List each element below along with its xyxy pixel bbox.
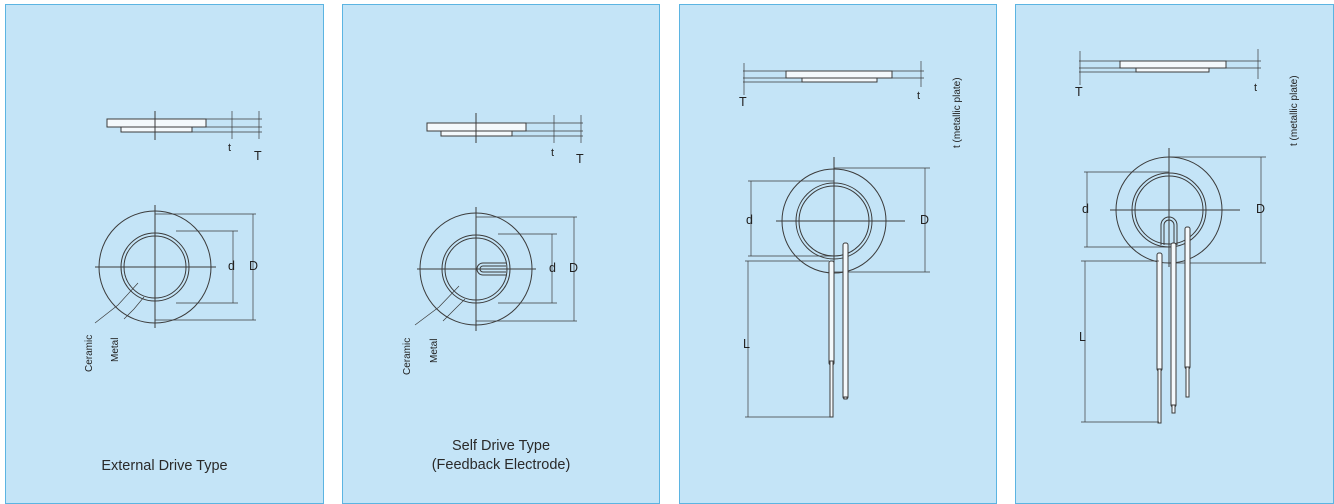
caption-line-1: External Drive Type <box>101 458 228 474</box>
panel-self-drive: t T d D Ceramic Metal Self Drive Type (F… <box>342 4 660 504</box>
metallic-plate-label: t (metallic plate) <box>1289 75 1300 146</box>
dim-T-label: T <box>739 95 747 109</box>
self-drive-drawing <box>414 113 583 331</box>
dim-T-label: T <box>1075 85 1083 99</box>
dim-D-label: D <box>249 259 259 273</box>
caption-line-2: (Feedback Electrode) <box>431 457 571 473</box>
dim-t-label: t <box>917 90 921 102</box>
dim-D-label: D <box>569 261 579 275</box>
dim-T-label: T <box>254 149 262 163</box>
lead-wire-2-drawing <box>743 61 930 418</box>
dim-D-label: D <box>1256 202 1266 216</box>
ceramic-label: Ceramic <box>402 337 413 375</box>
dim-L-label: L <box>1079 330 1086 344</box>
dim-d-label: d <box>746 213 753 227</box>
caption-line-1: Self Drive Type <box>451 438 551 454</box>
panel-caption: Self Drive Type (Feedback Electrode) <box>343 437 659 475</box>
dim-T-label: T <box>576 152 584 166</box>
dim-L-label: L <box>743 337 750 351</box>
external-drive-drawing <box>94 111 262 328</box>
dim-t-label: t <box>551 147 555 159</box>
dim-d-label: d <box>549 261 556 275</box>
panel-lead-wire-2: T t d D L t (metallic plate) <box>679 4 997 504</box>
metal-label: Metal <box>429 338 440 363</box>
metallic-plate-label: t (metallic plate) <box>952 77 963 148</box>
dim-t-label: t <box>1254 82 1258 94</box>
dim-D-label: D <box>920 213 930 227</box>
panel-external-drive: t T d D Ceramic Metal External Drive Typ… <box>5 4 324 504</box>
lead-wire-3-drawing <box>1079 49 1266 424</box>
dim-d-label: d <box>1082 202 1089 216</box>
dim-t-label: t <box>228 142 232 154</box>
ceramic-label: Ceramic <box>84 334 95 372</box>
panel-lead-wire-3: T t d D L t (metallic plate) <box>1015 4 1334 504</box>
metal-label: Metal <box>110 337 121 362</box>
dim-d-label: d <box>228 259 235 273</box>
panel-caption: External Drive Type <box>6 457 323 476</box>
